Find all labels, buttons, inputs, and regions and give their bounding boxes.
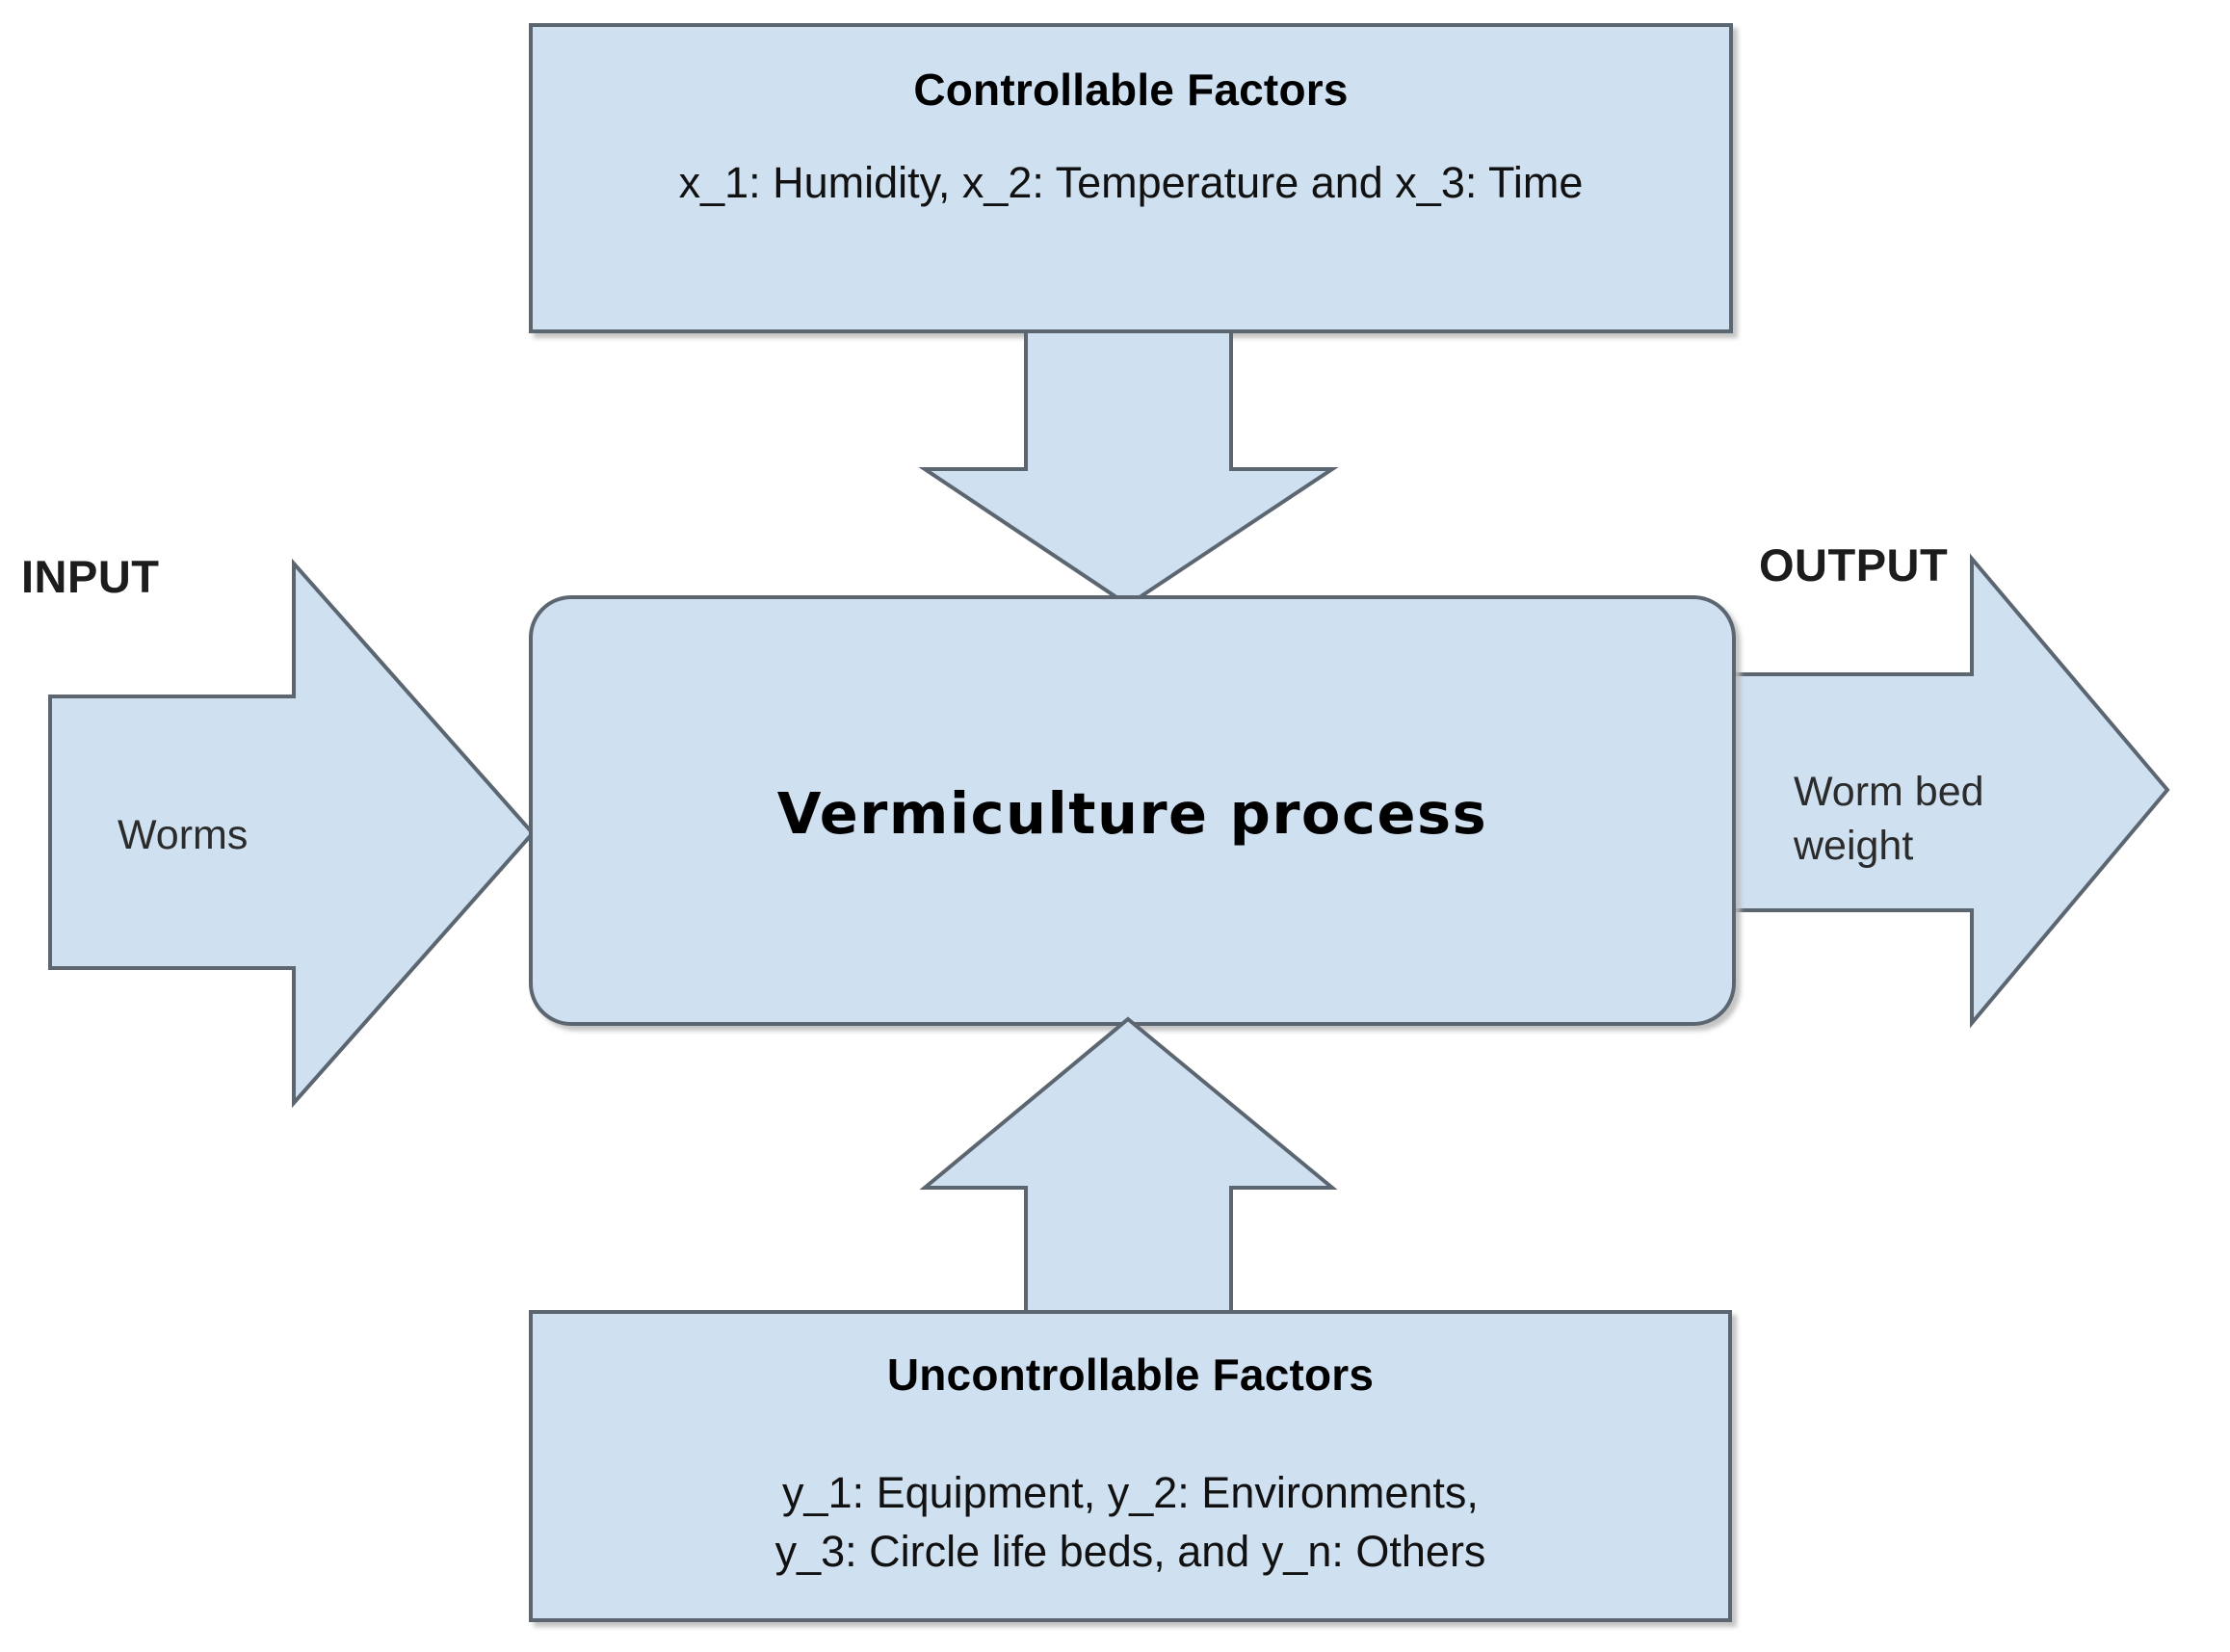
output-arrow-label-line-1: Worm bed (1794, 769, 1984, 815)
output-arrow-label-line-2: weight (1794, 822, 1914, 869)
uncontrollable-factors-body-line-2: y_3: Circle life beds, and y_n: Others (774, 1526, 1486, 1576)
down-arrow-shape (918, 329, 1339, 608)
uncontrollable-factors-title: Uncontrollable Factors (886, 1350, 1375, 1400)
input-caption: INPUT (21, 551, 160, 602)
controllable-factors-title: Controllable Factors (913, 65, 1349, 115)
output-arrow-label: Worm bed weight (1794, 766, 1984, 874)
up-arrow-shape (919, 1016, 1338, 1314)
uncontrollable-factors-body: y_1: Equipment, y_2: Environments, y_3: … (531, 1464, 1730, 1582)
input-arrow-label: Worms (118, 812, 249, 858)
vermiculture-process-label: Vermiculture process (776, 780, 1488, 847)
controllable-factors-body: x_1: Humidity, x_2: Temperature and x_3:… (678, 158, 1584, 207)
uncontrollable-factors-body-line-1: y_1: Equipment, y_2: Environments, (782, 1468, 1479, 1517)
output-caption: OUTPUT (1759, 539, 1949, 590)
